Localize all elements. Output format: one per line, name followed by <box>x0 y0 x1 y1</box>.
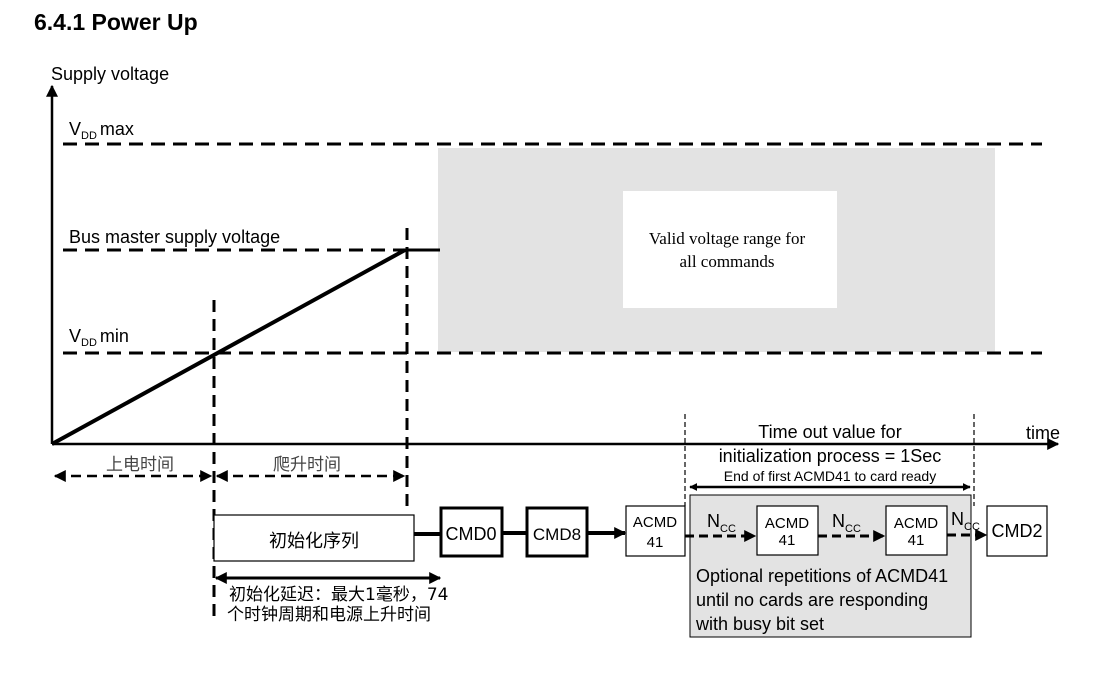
cmd2-box <box>986 505 1048 557</box>
ncc-label-2: NCC <box>832 511 861 535</box>
optional-line3: with busy bit set <box>695 614 824 634</box>
timeout-line2: initialization process = 1Sec <box>719 446 942 466</box>
section-title: 6.4.1 Power Up <box>34 9 198 35</box>
cmd2-label: CMD2 <box>991 521 1042 541</box>
acmd41-3-line2: 41 <box>908 532 925 549</box>
acmd41-1-line2: 41 <box>647 534 664 551</box>
timeout-line3: End of first ACMD41 to card ready <box>724 468 936 484</box>
timeout-line1: Time out value for <box>758 422 901 442</box>
acmd41-2-line2: 41 <box>779 532 796 549</box>
ncc-label-3: NCC <box>951 509 980 533</box>
init-delay-line2: 个时钟周期和电源上升时间 <box>227 605 431 625</box>
init-delay-line1: 初始化延迟：最大1毫秒，74 <box>229 585 448 605</box>
optional-line2: until no cards are responding <box>696 590 928 610</box>
optional-line1: Optional repetitions of ACMD41 <box>696 566 948 586</box>
acmd41-2-line1: ACMD <box>765 515 809 532</box>
acmd41-box-3 <box>885 505 948 556</box>
cmd0-box <box>439 506 504 558</box>
valid-range-line1: Valid voltage range for <box>649 229 806 248</box>
cmd0-label: CMD0 <box>445 524 496 544</box>
valid-range-box <box>623 191 837 308</box>
acmd41-box-1 <box>625 505 686 557</box>
acmd41-3-line1: ACMD <box>894 515 938 532</box>
init-sequence-label: 初始化序列 <box>269 531 359 552</box>
bus-master-label: Bus master supply voltage <box>69 227 280 247</box>
acmd41-1-line1: ACMD <box>633 514 677 531</box>
y-axis-label: Supply voltage <box>51 64 169 84</box>
power-on-time-label: 上电时间 <box>106 455 174 475</box>
x-axis-label: time <box>1026 423 1060 443</box>
cmd8-label: CMD8 <box>533 525 581 544</box>
ncc-label-1: NCC <box>707 511 736 535</box>
ramp-time-label: 爬升时间 <box>273 455 341 475</box>
valid-range-line2: all commands <box>680 252 775 271</box>
acmd41-box-2 <box>756 505 819 556</box>
init-sequence-box <box>213 514 415 562</box>
supply-ramp-line <box>51 248 406 446</box>
